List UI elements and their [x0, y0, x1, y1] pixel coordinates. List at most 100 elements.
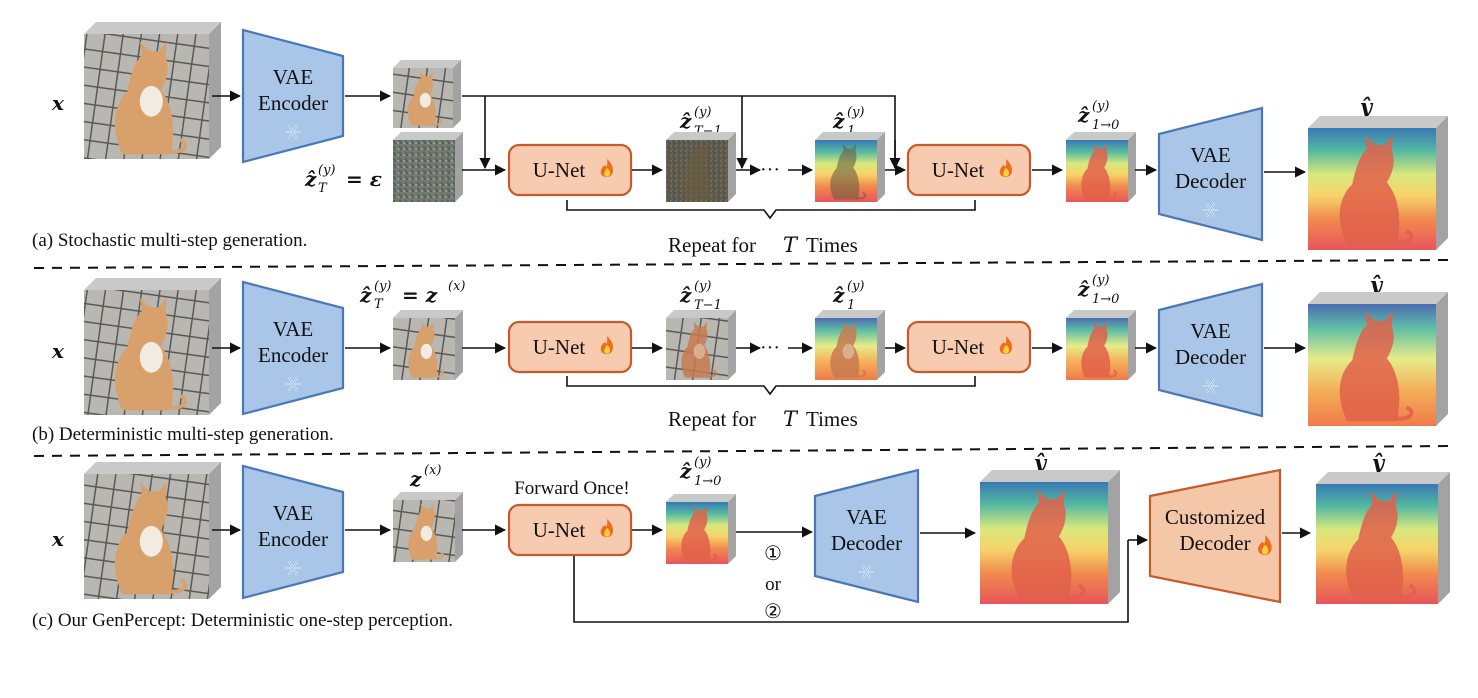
option-2-marker: ②: [764, 601, 782, 623]
unet-label: U-Net: [533, 335, 586, 359]
noise-sub: T: [318, 181, 328, 196]
output-y-label: ŷ: [1369, 272, 1384, 297]
input-x-label: x: [51, 91, 65, 115]
latent-superscript: (y): [1092, 273, 1110, 288]
unet-block: U-Net: [507, 143, 633, 197]
noise-sup: (y): [318, 163, 336, 178]
unet-block: U-Net: [507, 503, 633, 557]
latent-subscript: 1: [847, 124, 855, 139]
flame-icon: [600, 159, 614, 177]
block-label-line1: VAE: [273, 65, 313, 89]
unet-block: U-Net: [906, 320, 1032, 374]
snowflake-icon: [1202, 378, 1219, 394]
block-label-line2: Decoder: [831, 531, 902, 555]
unet-label: U-Net: [533, 518, 586, 542]
snowflake-icon: [285, 376, 301, 392]
latent-10-image: [1066, 310, 1136, 380]
start-rhs: = z: [402, 283, 438, 307]
latent-superscript: (y): [847, 279, 865, 294]
latent-symbol: ẑ: [1077, 103, 1090, 127]
block-label-line2: Encoder: [258, 527, 328, 551]
flame-icon: [1258, 535, 1272, 555]
latent-label: ẑ(y)1: [832, 279, 865, 313]
unet-block: U-Net: [507, 320, 633, 374]
latent-superscript: (y): [847, 105, 865, 120]
block-label-line1: VAE: [273, 317, 313, 341]
start-equation: ẑ(y)T= z(x): [359, 279, 465, 312]
block-label-line1: VAE: [1190, 319, 1230, 343]
latent-x-image: [393, 60, 461, 128]
latent-subscript: 1→0: [1092, 118, 1119, 133]
caption-b: (b) Deterministic multi-step generation.: [32, 424, 334, 445]
latent-label: z(x): [409, 463, 441, 491]
latent-subscript: 1→0: [694, 474, 721, 489]
snowflake-icon: [1202, 202, 1219, 218]
latent-superscript: (y): [694, 455, 712, 470]
noise-image: [393, 132, 463, 202]
latent-label: ẑ(y) 1→0: [679, 455, 721, 489]
start-symbol: ẑ: [359, 283, 372, 307]
flame-icon: [600, 336, 614, 354]
path-option-2: [573, 540, 1129, 623]
block-label-line2: Encoder: [258, 343, 328, 367]
latent-symbol: ẑ: [679, 459, 692, 483]
latent-label: ẑ(y)1→0: [1077, 273, 1119, 307]
input-cat-image: [84, 278, 221, 415]
latent-subscript: T−1: [694, 298, 722, 313]
latent-tm1-image: [666, 310, 736, 380]
input-x-label: x: [51, 339, 65, 363]
noise-equation: ẑ(y)T= ε: [304, 163, 382, 196]
repeat-text: Repeat for: [668, 407, 756, 431]
output-y-label: ŷ: [1359, 94, 1374, 119]
unet-label: U-Net: [932, 158, 985, 182]
latent-superscript: (y): [694, 105, 712, 120]
latent-subscript: 1: [847, 298, 855, 313]
or-label: or: [765, 574, 782, 595]
latent-symbol: ẑ: [679, 283, 692, 307]
latent-symbol: ẑ: [679, 109, 692, 133]
unet-label: U-Net: [932, 335, 985, 359]
latent-tm1-image: [666, 132, 736, 202]
block-label-line2: Encoder: [258, 91, 328, 115]
ellipsis: ···: [760, 159, 780, 181]
latent-10-image: [1066, 132, 1136, 202]
block-label-line1: VAE: [273, 501, 313, 525]
ellipsis: ···: [760, 337, 780, 359]
input-x-label: x: [51, 527, 65, 551]
block-label-line2: Decoder: [1175, 169, 1246, 193]
flame-icon: [999, 336, 1013, 354]
latent-superscript: (y): [1092, 99, 1110, 114]
input-cat-image: [84, 462, 221, 599]
output-y-label: ŷ: [1371, 450, 1386, 475]
block-label-line2: Decoder: [1179, 531, 1250, 555]
forward-once-label: Forward Once!: [514, 478, 630, 499]
start-sup: (y): [374, 279, 392, 294]
output-y-label: ŷ: [1033, 450, 1048, 475]
block-label-line1: VAE: [846, 505, 886, 529]
latent-x-image: [393, 492, 463, 562]
row-separator: [33, 445, 1449, 457]
row-separator: [33, 259, 1449, 269]
caption-c: (c) Our GenPercept: Deterministic one-st…: [32, 610, 453, 631]
snowflake-icon: [285, 560, 301, 576]
repeat-times: Times: [806, 233, 858, 257]
start-rhs-sup: (x): [448, 279, 465, 294]
latent-1-image: [815, 310, 885, 380]
caption-a: (a) Stochastic multi-step generation.: [32, 230, 307, 251]
flame-icon: [999, 159, 1013, 177]
unet-label: U-Net: [533, 158, 586, 182]
repeat-T: T: [783, 233, 799, 257]
noise-symbol: ẑ: [304, 167, 317, 191]
option-1-marker: ①: [764, 543, 782, 565]
input-cat-image: [84, 22, 221, 159]
block-label-line1: VAE: [1190, 143, 1230, 167]
